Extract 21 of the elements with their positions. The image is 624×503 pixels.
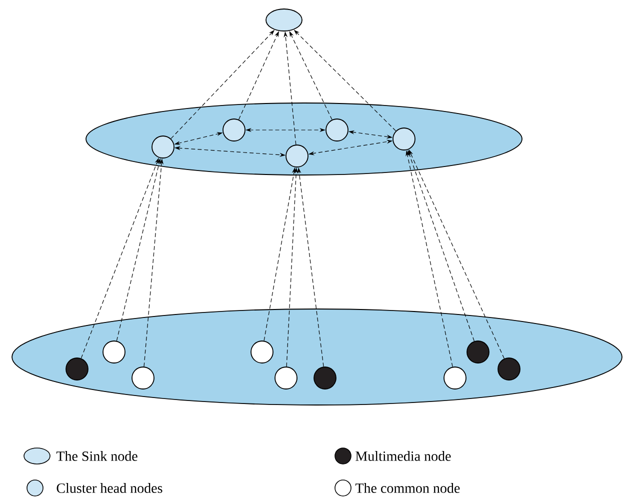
cluster-head-node — [392, 128, 416, 150]
common-node — [444, 366, 466, 390]
common-node — [250, 340, 274, 364]
sensor-layer — [12, 308, 622, 406]
cluster-head-node — [222, 118, 246, 142]
legend-label: Multimedia node — [356, 451, 451, 461]
common-node — [132, 366, 154, 390]
cluster-head-node — [326, 118, 348, 142]
multimedia-node — [466, 340, 490, 364]
legend-label: The Sink node — [56, 451, 138, 461]
multimedia-node — [498, 358, 520, 380]
legend-label: Cluster head nodes — [56, 483, 162, 493]
multimedia-node — [66, 358, 88, 380]
cluster-head-node — [152, 136, 174, 158]
multimedia-node — [314, 366, 336, 390]
legend-label: The common node — [355, 483, 460, 493]
sink-node — [266, 8, 302, 32]
cluster-head-node — [286, 144, 308, 168]
common-node — [102, 340, 126, 364]
common-node — [274, 366, 298, 390]
cluster-layer — [86, 102, 522, 176]
